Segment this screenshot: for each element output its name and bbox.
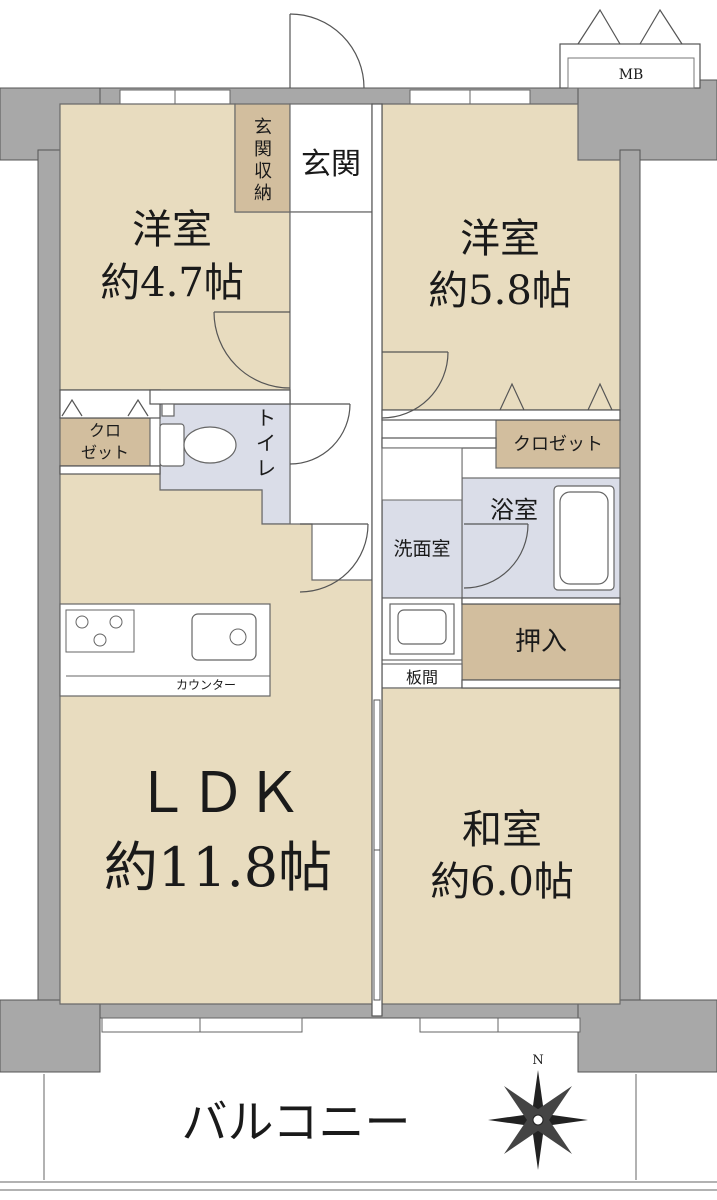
entrance-storage-label-4: 納 <box>254 183 272 204</box>
oshiire-floor <box>461 603 621 681</box>
closet-left-label-2: ゼット <box>81 443 129 462</box>
sliding-doors <box>373 699 381 1001</box>
western-room-1-size: 約4.7帖 <box>100 260 244 306</box>
japanese-room-floor <box>381 687 621 1005</box>
mb-box <box>559 43 701 89</box>
western-room-2-name: 洋室 <box>460 216 540 262</box>
balcony <box>0 1074 717 1191</box>
compass-icon <box>488 1070 588 1170</box>
itama-label: 板間 <box>406 668 438 687</box>
bathtub <box>553 485 615 591</box>
japanese-room-name: 和室 <box>462 807 542 853</box>
closet-right-floor <box>495 419 621 469</box>
closet-left-label-1: クロ <box>89 421 121 440</box>
north-label: N <box>532 1053 543 1068</box>
ldk-name: ＬＤＫ <box>134 761 302 826</box>
bathroom-label: 浴室 <box>490 496 538 524</box>
top-windows <box>119 89 531 105</box>
washroom-label: 洗面室 <box>393 538 450 560</box>
entrance-storage-label-2: 関 <box>254 139 272 160</box>
door-swings <box>61 8 683 593</box>
entrance-floor <box>289 103 373 213</box>
entrance-storage-label-3: 収 <box>254 161 272 182</box>
closet-left-floor <box>59 417 151 467</box>
mb-label: MB <box>619 67 644 83</box>
bottom-windows <box>101 1017 581 1033</box>
room-labels: 洋室 約4.7帖 洋室 約5.8帖 ＬＤＫ 約11.8帖 和室 約6.0帖 玄関… <box>81 67 643 1149</box>
oshiire-label: 押入 <box>515 627 567 657</box>
toilet-fixture <box>159 403 237 467</box>
kitchen-counter <box>59 603 271 697</box>
shower-unit <box>381 447 463 501</box>
washbasin <box>389 603 455 655</box>
balcony-label: バルコニー <box>181 1095 410 1149</box>
western-room-2-size: 約5.8帖 <box>428 268 572 314</box>
counter-label: カウンター <box>176 678 236 692</box>
entrance-label: 玄関 <box>301 147 361 182</box>
itama-floor <box>381 663 463 689</box>
closet-right-label: クロゼット <box>513 434 603 455</box>
interior-walls <box>59 103 621 1017</box>
ldk-size: 約11.8帖 <box>104 836 332 899</box>
entrance-storage-label-1: 玄 <box>254 117 272 138</box>
western-room-1-name: 洋室 <box>132 207 212 253</box>
toilet-label-1: ト <box>256 406 276 430</box>
toilet-label-3: レ <box>256 456 276 480</box>
japanese-room-size: 約6.0帖 <box>430 859 574 905</box>
toilet-label-2: イ <box>256 431 276 455</box>
